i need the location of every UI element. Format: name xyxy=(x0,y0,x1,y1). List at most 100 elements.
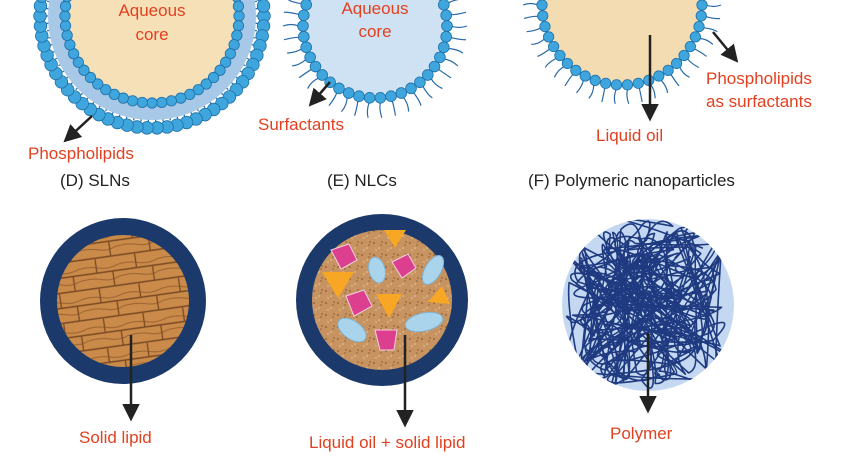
surfactant-head xyxy=(621,79,634,91)
surfactant-head xyxy=(300,41,312,54)
liposome: Aqueous core Phospholipids xyxy=(28,0,271,163)
surfactant-head xyxy=(610,79,623,91)
surfactant-tail xyxy=(669,73,680,87)
phospholipid-head xyxy=(84,71,97,84)
phospholipid-head xyxy=(165,95,177,107)
surfactant-head xyxy=(684,40,696,53)
surfactant-tail xyxy=(693,48,707,57)
surfactant-head xyxy=(693,20,705,33)
surfactant-head xyxy=(434,51,446,64)
phospholipid-head xyxy=(78,64,90,76)
emulsion-oil-core xyxy=(545,0,699,82)
surfactant-tail xyxy=(283,11,300,16)
surfactant-head xyxy=(554,49,566,62)
surfactant-tail xyxy=(588,84,595,99)
surfactant-head xyxy=(440,30,452,43)
surfactant-head xyxy=(671,57,683,70)
surfactant-tail xyxy=(576,79,584,94)
phospholipid-head xyxy=(192,84,204,96)
phospholipids-label: Phospholipids xyxy=(28,144,134,163)
surfactant-head xyxy=(548,40,560,53)
surfactants-label: Surfactants xyxy=(258,115,344,134)
surfactant-head xyxy=(428,60,441,73)
phospholipid-head xyxy=(59,0,72,12)
surfactant-head xyxy=(632,77,644,89)
phospholipid-head xyxy=(224,48,236,60)
liquid-oil-solid-lipid-label: Liquid oil + solid lipid xyxy=(309,433,465,452)
surfactant-tail xyxy=(353,99,359,116)
surfactant-tail xyxy=(699,37,714,45)
surfactant-head xyxy=(678,49,690,62)
surfactant-head xyxy=(385,90,397,102)
surfactant-head xyxy=(536,0,548,11)
surfactant-tail xyxy=(686,57,700,69)
surfactant-tail xyxy=(450,25,468,29)
surfactant-head xyxy=(300,0,312,11)
surfactant-tail xyxy=(526,27,542,33)
surfactant-tail xyxy=(447,47,464,54)
nlc-inclusions xyxy=(322,230,450,351)
phospholipid-head xyxy=(207,71,220,84)
surfactant-tail xyxy=(379,101,383,118)
phospholipid-head xyxy=(175,92,187,104)
surfactant-head xyxy=(353,90,365,102)
phospholipid-head xyxy=(156,96,168,109)
surfactant-head xyxy=(374,91,387,104)
surfactant-tail xyxy=(705,15,721,20)
surfactant-head xyxy=(342,87,355,99)
phospholipid-head xyxy=(33,0,48,13)
phospholipid-head xyxy=(233,10,245,22)
surfactant-tail xyxy=(287,47,303,54)
nlc-pink-crystal xyxy=(391,253,417,279)
phospholipid-head xyxy=(64,39,76,51)
nlc-oil-droplet xyxy=(421,255,445,285)
surfactant-head xyxy=(579,70,591,82)
nlc-oil-droplet xyxy=(337,317,367,343)
surfactant-tail xyxy=(537,48,551,58)
surfactant-head xyxy=(689,31,701,43)
surfactant-head xyxy=(662,64,674,76)
surfactant-head xyxy=(298,9,310,22)
phospholipid-head xyxy=(108,88,120,100)
niosome-core-label-1: Aqueous xyxy=(341,0,408,18)
polymeric-particle: Polymer xyxy=(562,219,734,443)
surfactant-head xyxy=(695,10,707,22)
niosome-aqueous-core xyxy=(307,0,443,94)
phospholipid-head xyxy=(214,64,226,76)
surfactant-head xyxy=(570,64,582,76)
surfactant-head xyxy=(316,69,329,81)
nlc-pink-crystal xyxy=(345,289,373,317)
surfactant-tail xyxy=(402,96,410,112)
surfactant-head xyxy=(304,51,316,64)
nlc-pink-crystal xyxy=(374,329,398,351)
liposome-aqueous-core xyxy=(69,0,235,99)
liquid-oil-label: Liquid oil xyxy=(596,126,663,145)
surfactant-head xyxy=(363,91,376,104)
surfactant-tail xyxy=(564,73,575,87)
phospholipid-head xyxy=(232,0,245,12)
nlc-orange-crystal xyxy=(376,294,402,318)
surfactant-head xyxy=(309,60,322,73)
emulsion-surfactant-heads xyxy=(536,0,708,91)
surfactant-tail xyxy=(544,57,558,68)
nlc-orange-crystal xyxy=(384,230,406,248)
phospholipid-head xyxy=(92,78,104,90)
arrow-icon xyxy=(63,115,93,143)
surfactant-tail xyxy=(437,68,452,79)
surfactant-head xyxy=(589,74,601,86)
phospholipid-head xyxy=(136,96,148,109)
liposome-outer-heads xyxy=(33,0,271,135)
nanoemulsion: Liquid oil Phospholipids as surfactants xyxy=(522,0,812,145)
phospholipid-head xyxy=(61,29,73,41)
caption-polymeric: (F) Polymeric nanoparticles xyxy=(528,171,735,190)
arrow-icon xyxy=(308,81,331,107)
caption-sln: (D) SLNs xyxy=(60,171,130,190)
surfactant-head xyxy=(696,0,708,11)
surfactant-tail xyxy=(443,58,459,67)
phospholipid-head xyxy=(59,20,72,32)
arrow-icon xyxy=(712,31,739,63)
phospholipid-head xyxy=(256,0,271,13)
surfactant-tail xyxy=(391,99,397,116)
surfactant-tail xyxy=(626,88,630,104)
surfactant-head xyxy=(405,82,417,95)
